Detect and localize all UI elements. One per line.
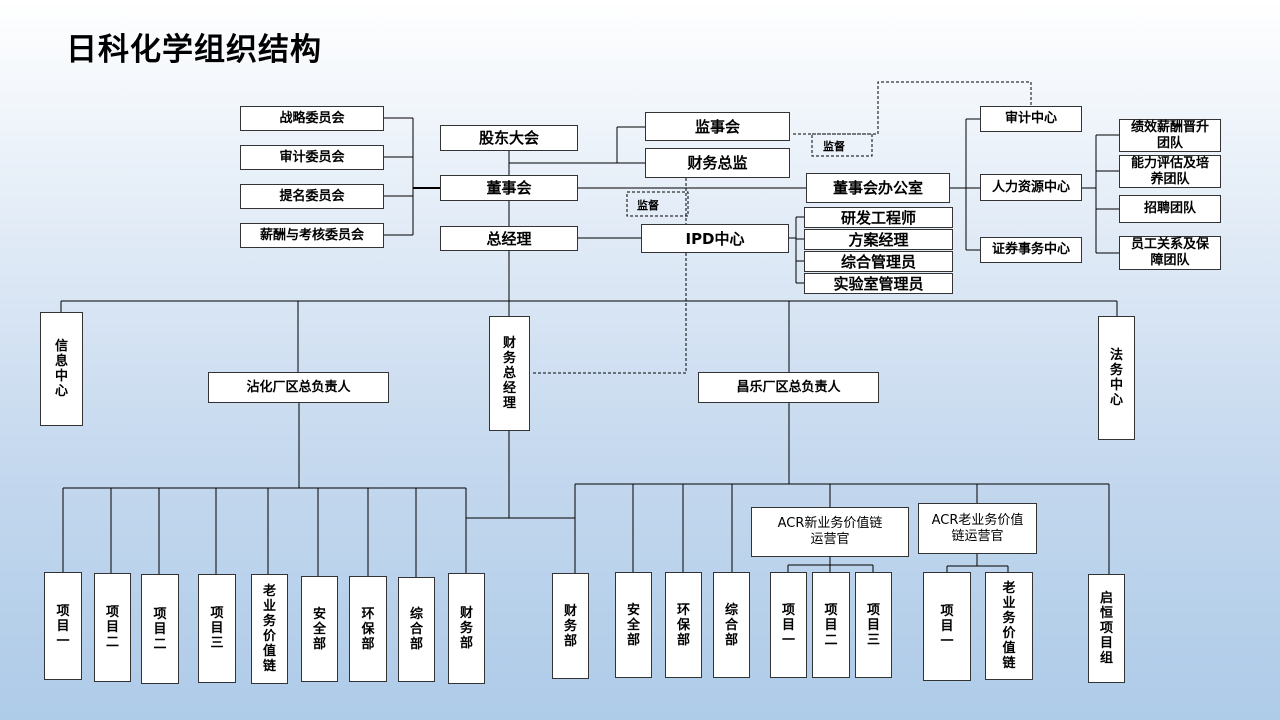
nomination-committee-box: 提名委员会 <box>240 184 384 209</box>
gm-box: 总经理 <box>440 226 578 251</box>
zhanhua-unit-box: 老业务价值链 <box>251 574 288 684</box>
finance-gm-box: 财务总经理 <box>489 316 530 431</box>
admin-manager-box: 综合管理员 <box>804 251 953 272</box>
changle-unit-box: 安全部 <box>615 572 652 678</box>
supervise-label: 监督 <box>637 199 659 212</box>
acr-new-project-box: 项目一 <box>770 572 807 678</box>
ipd-center-box: IPD中心 <box>641 224 789 253</box>
relations-team-box: 员工关系及保障团队 <box>1119 236 1221 270</box>
solution-manager-box: 方案经理 <box>804 229 953 250</box>
zhanhua-unit-box: 财务部 <box>448 573 485 684</box>
hr-center-box: 人力资源中心 <box>980 174 1082 201</box>
changle-head-box: 昌乐厂区总负责人 <box>698 372 879 403</box>
acr-old-project-box: 项目一 <box>923 572 971 681</box>
recruit-team-box: 招聘团队 <box>1119 195 1221 223</box>
changle-unit-box: 财务部 <box>552 573 589 679</box>
zhanhua-unit-box: 项目二 <box>141 574 179 684</box>
strategy-committee-box: 战略委员会 <box>240 106 384 131</box>
zhanhua-unit-box: 项目三 <box>198 574 236 683</box>
page-title: 日科化学组织结构 <box>66 32 322 68</box>
zhanhua-unit-box: 项目一 <box>44 572 82 680</box>
audit-center-box: 审计中心 <box>980 106 1082 132</box>
zhanhua-unit-box: 安全部 <box>301 576 338 682</box>
legal-center-box: 法务中心 <box>1098 316 1135 440</box>
acr-new-box: ACR新业务价值链运营官 <box>751 507 909 557</box>
securities-center-box: 证券事务中心 <box>980 237 1082 263</box>
zhanhua-unit-box: 项目二 <box>94 573 131 682</box>
ability-team-box: 能力评估及培养团队 <box>1119 155 1221 188</box>
zhanhua-head-box: 沾化厂区总负责人 <box>208 372 389 403</box>
audit-committee-box: 审计委员会 <box>240 145 384 170</box>
acr-old-project-box: 老业务价值链 <box>985 572 1033 680</box>
zhanhua-unit-box: 综合部 <box>398 577 435 682</box>
lab-manager-box: 实验室管理员 <box>804 273 953 294</box>
info-center-box: 信息中心 <box>40 312 83 426</box>
acr-new-project-box: 项目三 <box>855 572 892 678</box>
changle-unit-box: 综合部 <box>713 572 750 678</box>
zhanhua-unit-box: 环保部 <box>349 576 387 682</box>
rd-engineer-box: 研发工程师 <box>804 207 953 228</box>
supervise-label: 监督 <box>823 140 845 153</box>
changle-unit-box: 环保部 <box>665 572 702 678</box>
perf-team-box: 绩效薪酬晋升团队 <box>1119 119 1221 152</box>
qiheng-project-box: 启恒项目组 <box>1088 574 1125 683</box>
salary-committee-box: 薪酬与考核委员会 <box>240 223 384 248</box>
cfo-box: 财务总监 <box>645 148 790 178</box>
shareholders-box: 股东大会 <box>440 125 578 151</box>
board-box: 董事会 <box>440 175 578 201</box>
acr-new-project-box: 项目二 <box>812 572 850 678</box>
acr-old-box: ACR老业务价值链运营官 <box>918 503 1037 554</box>
board-office-box: 董事会办公室 <box>806 173 950 203</box>
supervisory-board-box: 监事会 <box>645 112 790 141</box>
